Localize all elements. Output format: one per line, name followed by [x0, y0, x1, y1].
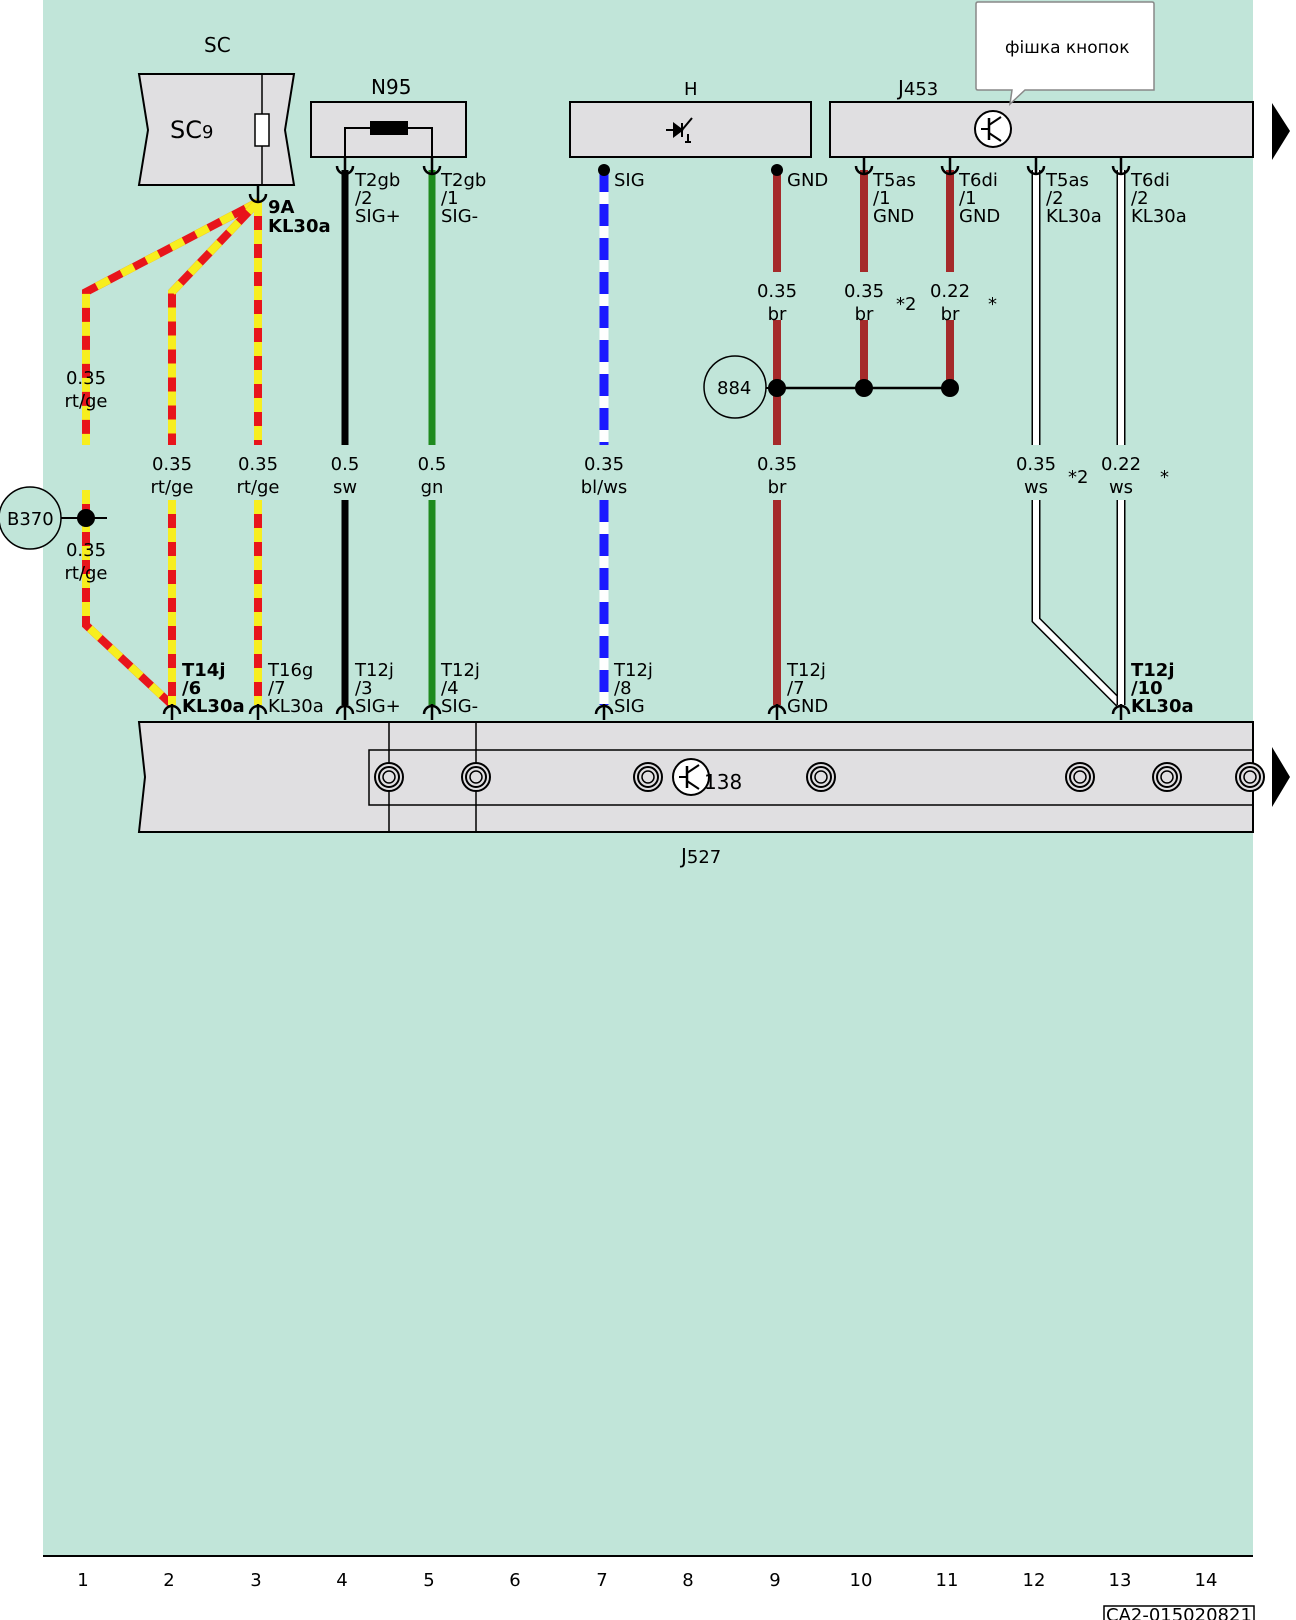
j453-box	[829, 101, 1254, 158]
grid-number: 14	[1195, 1570, 1218, 1591]
j453-module-icon	[974, 110, 1012, 148]
j453-label: J453	[896, 76, 938, 100]
grid-number: 4	[336, 1570, 347, 1591]
grid-number: 1	[77, 1570, 88, 1591]
horn-button-icon	[666, 117, 693, 143]
ground-884: 884	[703, 355, 767, 419]
ground-point-icon	[1065, 762, 1095, 792]
grid-number: 12	[1023, 1570, 1046, 1591]
pin-label: GND	[787, 170, 828, 191]
fuse-icon	[254, 74, 270, 185]
module-138-icon	[672, 758, 710, 796]
footnote-marker: *	[988, 294, 997, 315]
grid-number: 8	[682, 1570, 693, 1591]
grid-number: 7	[596, 1570, 607, 1591]
grid-number: 11	[936, 1570, 959, 1591]
wire-ws	[1031, 170, 1125, 709]
b370-splice: B370	[0, 486, 107, 550]
pin-label: SIG	[614, 170, 645, 191]
ground-point-icon	[374, 762, 404, 792]
sensor-element-icon	[344, 121, 433, 165]
reference-box	[1103, 1605, 1255, 1620]
ground-point-icon	[1235, 762, 1265, 792]
footnote-marker: *2	[1068, 467, 1088, 488]
splice-dot	[855, 379, 873, 397]
h-box	[569, 101, 812, 158]
sc-box	[137, 73, 296, 186]
wire-rt-ge	[82, 198, 260, 708]
pin-dot	[598, 164, 610, 176]
h-label: H	[684, 79, 698, 100]
splice-dot	[941, 379, 959, 397]
b370-label: B370	[7, 509, 54, 530]
callout-bubble: фішка кнопок	[975, 1, 1155, 106]
ground-point-icon	[806, 762, 836, 792]
continue-arrow-icon	[1272, 103, 1290, 160]
sc9-label: SC9	[170, 116, 213, 144]
n95-label: N95	[371, 75, 411, 99]
grid-number: 13	[1109, 1570, 1132, 1591]
grid-number: 3	[250, 1570, 261, 1591]
footnote-marker: *2	[896, 294, 916, 315]
grid-number: 10	[850, 1570, 873, 1591]
continue-arrow-icon	[1272, 747, 1290, 807]
pin-dot	[771, 164, 783, 176]
reference-id: CA2-015020821	[1106, 1605, 1252, 1620]
ground-point-icon	[1152, 762, 1182, 792]
j527-label: J527	[679, 844, 721, 868]
grid-number: 5	[423, 1570, 434, 1591]
module-138-label: 138	[704, 770, 742, 794]
ground-884-label: 884	[717, 378, 751, 399]
grid-number: 9	[769, 1570, 780, 1591]
wire-rt-ge	[168, 199, 261, 705]
grid-number: 2	[163, 1570, 174, 1591]
ground-point-icon	[461, 762, 491, 792]
footnote-marker: *	[1160, 467, 1169, 488]
sc-title: SC	[204, 33, 231, 57]
callout-text: фішка кнопок	[1005, 38, 1129, 58]
ground-point-icon	[633, 762, 663, 792]
grid-number: 6	[509, 1570, 520, 1591]
